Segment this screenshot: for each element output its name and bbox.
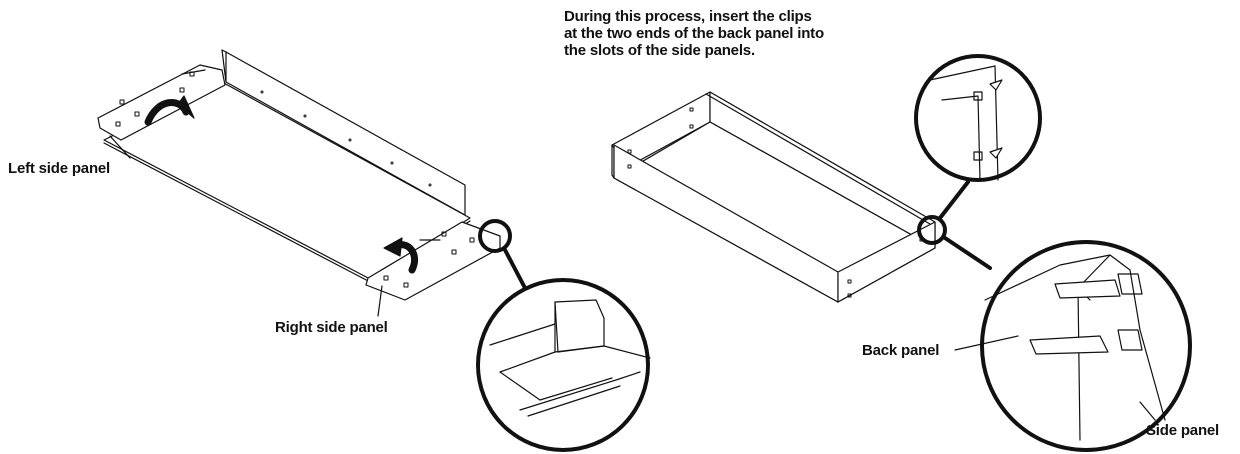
- instruction-line-2: at the two ends of the back panel into: [564, 25, 824, 42]
- instruction-line-1: During this process, insert the clips: [564, 8, 812, 25]
- instruction-line-3: the slots of the side panels.: [564, 42, 755, 59]
- left-side-panel-label: Left side panel: [8, 160, 111, 177]
- side-panel-label: Side panel: [1146, 422, 1220, 439]
- instruction-text: During this process, insert the clips at…: [564, 8, 824, 59]
- assembled-tray: [611, 54, 1192, 452]
- back-panel-label: Back panel: [862, 342, 940, 359]
- right-side-panel-label: Right side panel: [275, 319, 388, 336]
- unfolded-panel-assembly: [97, 49, 651, 452]
